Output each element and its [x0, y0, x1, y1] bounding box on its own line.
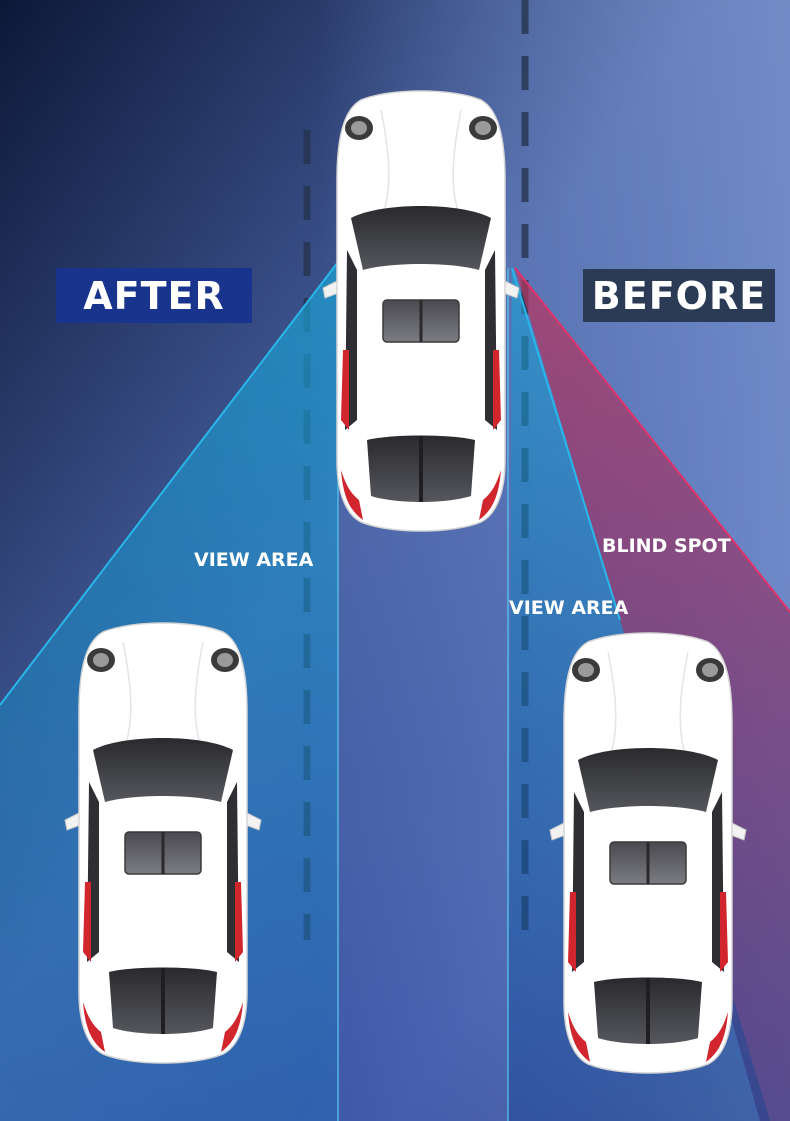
view-area-left-label: VIEW AREA: [194, 549, 314, 571]
car-bottom-right-icon: [548, 631, 748, 1075]
car-top-center-icon: [321, 89, 521, 533]
after-label-box: AFTER: [56, 268, 252, 323]
before-label: BEFORE: [591, 273, 767, 318]
view-area-right-label: VIEW AREA: [509, 597, 629, 619]
car-bottom-left-icon: [63, 621, 263, 1065]
after-label: AFTER: [83, 273, 225, 318]
before-label-box: BEFORE: [583, 269, 775, 322]
blind-spot-label: BLIND SPOT: [602, 535, 731, 557]
